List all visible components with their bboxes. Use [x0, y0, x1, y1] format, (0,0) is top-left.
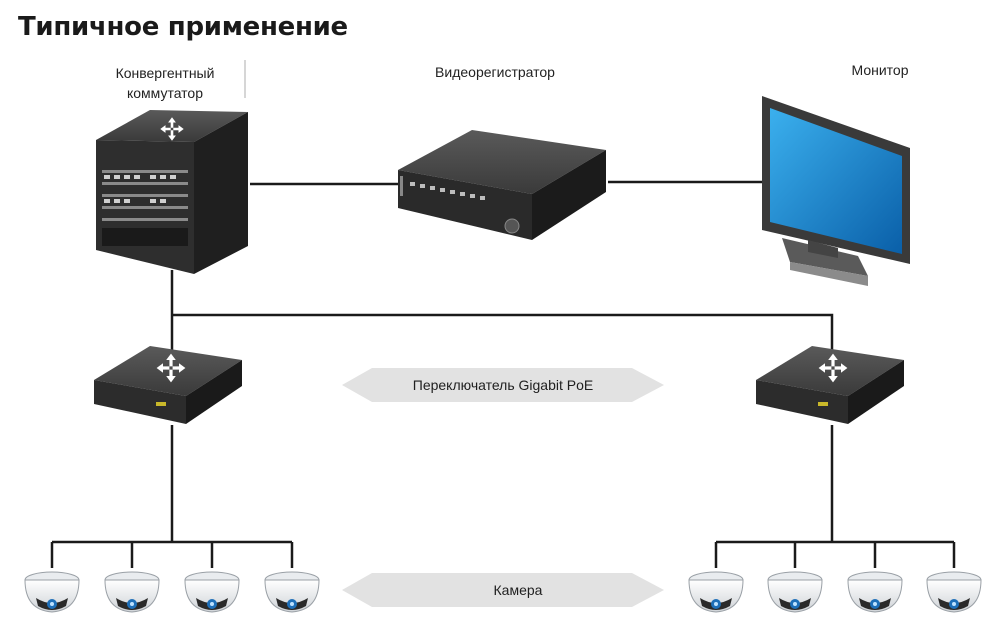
left-poe-switch-device — [94, 346, 242, 424]
poe-switch-arrow: Переключатель Gigabit PoE — [342, 368, 664, 402]
label-divider — [244, 60, 246, 98]
camera-label: Камера — [494, 582, 543, 598]
camera-arrow: Камера — [342, 573, 664, 607]
nvr-device — [398, 130, 606, 240]
page-title: Типичное применение — [18, 12, 348, 42]
camera-icon — [688, 571, 744, 613]
camera-icon — [24, 571, 80, 613]
monitor-device — [762, 96, 910, 286]
camera-icon — [184, 571, 240, 613]
monitor-label: Монитор — [851, 62, 909, 78]
left-cameras — [24, 571, 320, 613]
camera-icon — [847, 571, 903, 613]
poe-switch-label: Переключатель Gigabit PoE — [413, 377, 593, 393]
right-poe-switch-device — [756, 346, 904, 424]
camera-icon — [926, 571, 982, 613]
core-switch-label: Конвергентный коммутатор — [115, 65, 215, 101]
camera-icon — [104, 571, 160, 613]
nvr-label: Видеорегистратор — [435, 64, 555, 80]
camera-icon — [767, 571, 823, 613]
core-switch-device — [96, 110, 248, 274]
link-core-right-poe — [172, 313, 834, 370]
camera-icon — [264, 571, 320, 613]
right-cameras — [688, 571, 982, 613]
